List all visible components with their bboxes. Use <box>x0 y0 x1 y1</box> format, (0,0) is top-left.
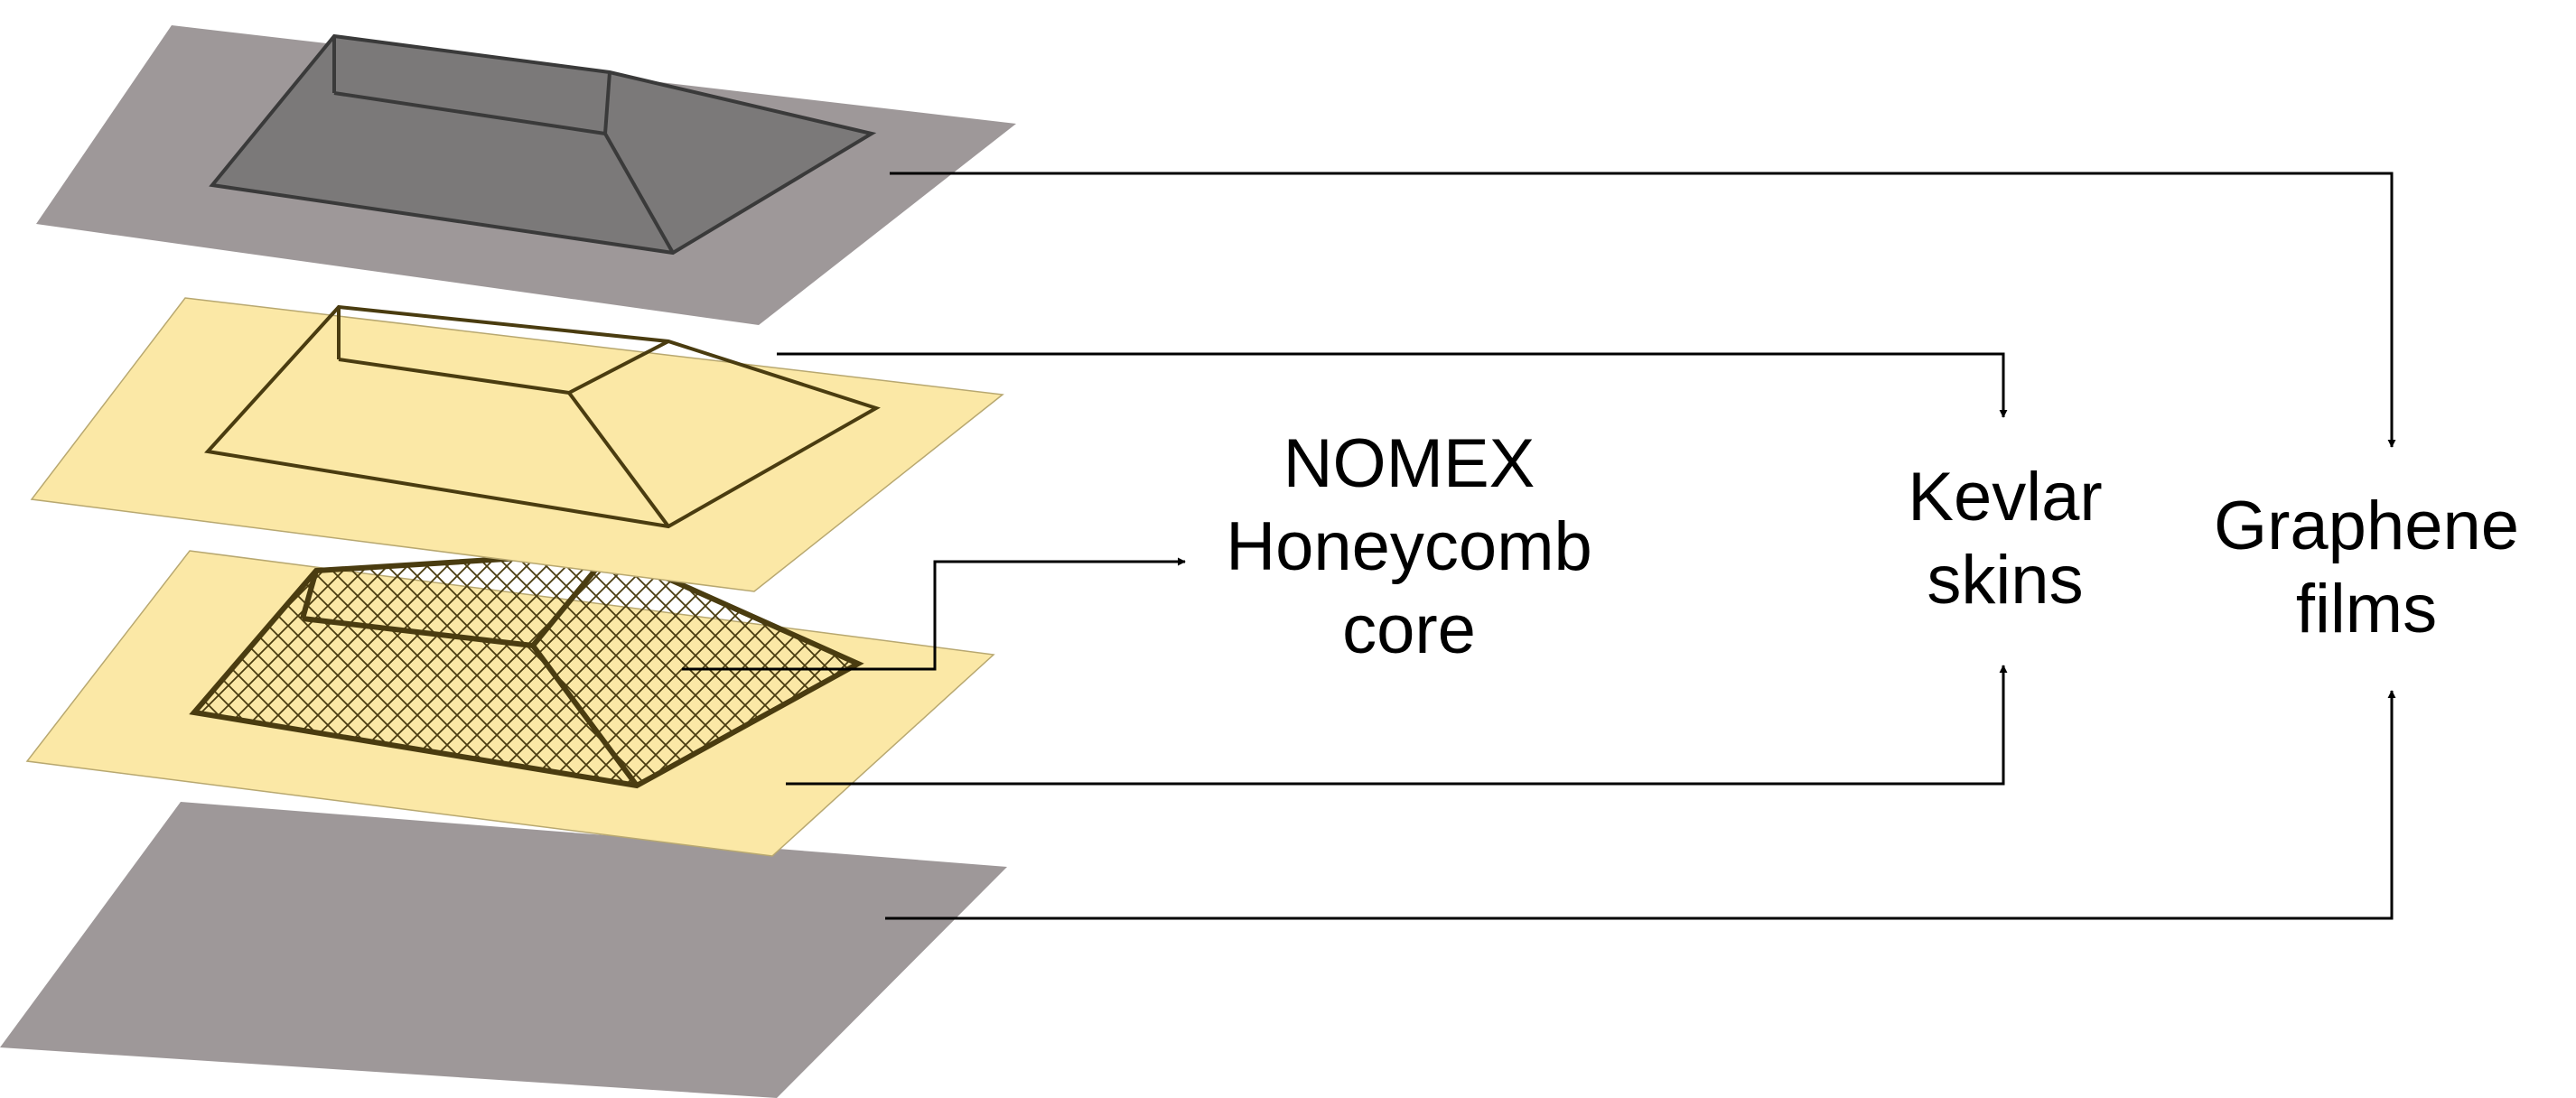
kevlar-label-line2: skins <box>1927 542 2084 619</box>
arrow-lower-skin-to-kevlar <box>786 665 2008 786</box>
graphene-films-label: Graphene films <box>2159 485 2574 651</box>
nomex-label-line3: core <box>1342 591 1476 668</box>
graphene-label-line1: Graphene <box>2213 488 2520 564</box>
kevlar-label-line1: Kevlar <box>1908 459 2103 535</box>
nomex-label-line2: Honeycomb <box>1226 508 1592 585</box>
graphene-label-line2: films <box>2295 571 2438 647</box>
kevlar-skin-upper <box>30 297 1004 592</box>
nomex-label-line1: NOMEX <box>1283 425 1535 502</box>
graphene-film-top <box>36 25 1016 325</box>
kevlar-skins-label: Kevlar skins <box>1852 456 2159 622</box>
graphene-film-bottom <box>0 802 1007 1098</box>
nomex-honeycomb-core-label: NOMEX Honeycomb core <box>1201 423 1617 672</box>
arrow-core-to-nomex <box>682 557 1186 671</box>
arrow-top-film-to-graphene <box>890 172 2396 448</box>
connector-arrows <box>682 172 2396 920</box>
arrow-bottom-film-to-graphene <box>885 690 2396 920</box>
arrow-upper-skin-to-kevlar <box>777 352 2008 418</box>
